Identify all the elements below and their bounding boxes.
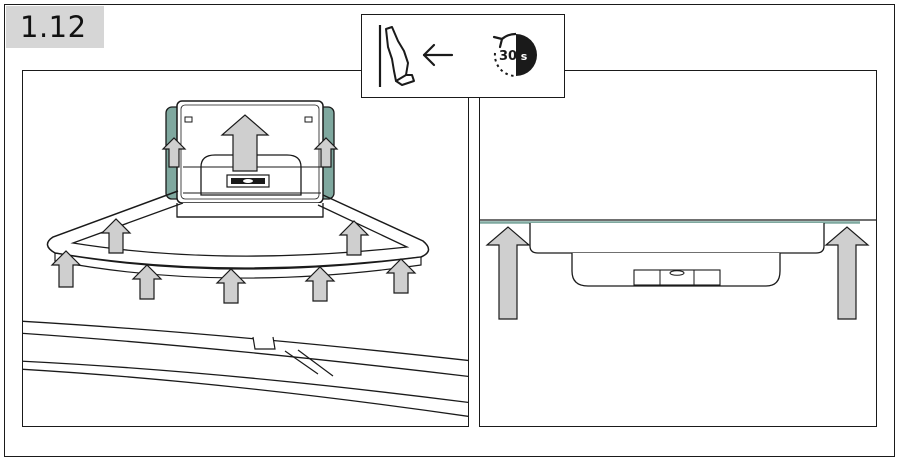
instruction-icon-box: 30 s: [361, 14, 565, 98]
timer-value: 30: [499, 49, 517, 64]
up-arrow-icon: [100, 218, 132, 254]
up-arrow-icon: [824, 226, 870, 320]
lift-arrows-right: [485, 226, 870, 320]
timer-icon: 30 s: [492, 32, 537, 78]
panel-right-illustration: [479, 70, 877, 427]
instruction-icons: 30 s: [378, 25, 537, 87]
up-arrow-icon: [385, 258, 417, 294]
up-arrow-icon: [338, 220, 370, 256]
step-number: 1.12: [20, 10, 87, 44]
timer-unit: s: [521, 50, 528, 63]
up-arrow-icon: [220, 114, 270, 172]
diagram-frame: [4, 4, 895, 457]
lift-arrows: [50, 114, 417, 304]
arrow-left-icon: [422, 43, 454, 67]
up-arrow-icon: [215, 268, 247, 304]
up-arrow-icon: [485, 226, 531, 320]
up-arrow-icon: [313, 137, 339, 168]
drawer-side-illustration: [480, 219, 876, 320]
drawer-lift-illustration: [23, 100, 468, 417]
up-arrow-icon: [161, 137, 187, 168]
up-arrow-icon: [131, 264, 163, 300]
panel-left-illustration: [22, 70, 469, 427]
up-arrow-icon: [304, 266, 336, 302]
hand-push-icon: [385, 26, 415, 86]
step-number-badge: 1.12: [6, 6, 104, 48]
up-arrow-icon: [50, 250, 82, 288]
